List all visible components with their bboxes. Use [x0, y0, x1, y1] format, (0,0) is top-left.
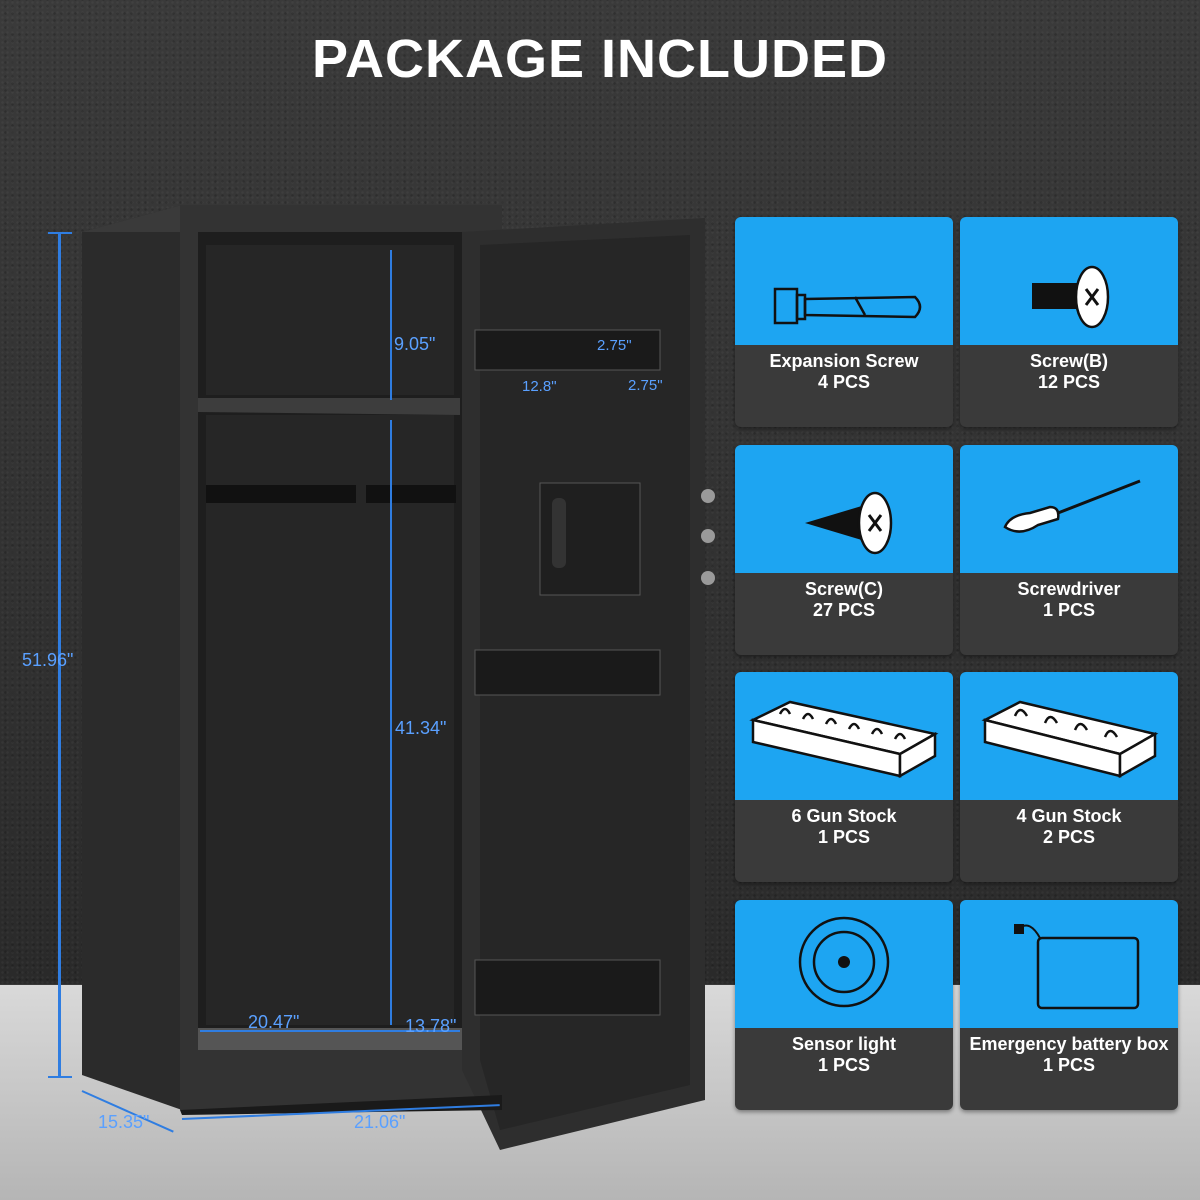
item-name: 4 Gun Stock: [1016, 806, 1122, 826]
outer-width-label: 21.06": [354, 1112, 406, 1132]
screwdriver-icon: [1003, 479, 1141, 533]
height-dim-cap-bottom: [48, 1076, 72, 1078]
item-qty: 2 PCS: [1042, 827, 1096, 847]
item-name: Emergency battery box: [969, 1034, 1169, 1054]
page-title: PACKAGE INCLUDED: [311, 29, 888, 89]
battery-box-icon: [1014, 924, 1140, 1010]
interior-width-line: [200, 1030, 460, 1032]
interior-width-label: 20.47": [248, 1012, 300, 1032]
screw-c-icon: [805, 491, 893, 555]
item-name: Sensor light: [791, 1034, 896, 1054]
interior-depth-label: 13.78": [405, 1016, 457, 1036]
gun-stock-6-icon: [749, 700, 939, 779]
item-qty: 1 PCS: [1042, 600, 1096, 620]
expansion-screw-icon: [773, 287, 922, 325]
item-name: 6 Gun Stock: [791, 806, 897, 826]
item-qty: 4 PCS: [817, 372, 871, 392]
item-name: Screw(B): [1029, 351, 1109, 371]
item-name: Expansion Screw: [769, 351, 919, 371]
rack-length-label: 12.8": [522, 378, 557, 395]
item-name: Screwdriver: [1017, 579, 1121, 599]
item-qty: 1 PCS: [1042, 1055, 1096, 1075]
item-qty: 1 PCS: [817, 1055, 871, 1075]
screw-b-icon: [1032, 265, 1110, 329]
height-dim-label: 51.96": [22, 650, 74, 670]
item-qty: 1 PCS: [817, 827, 871, 847]
item-card-screw-c: Screw(C)27 PCS: [735, 445, 953, 655]
outer-depth-label: 15.35": [98, 1112, 150, 1132]
shelf-dim-line: [390, 250, 392, 400]
item-qty: 12 PCS: [1037, 372, 1101, 392]
item-card-screw-b: Screw(B)12 PCS: [960, 217, 1178, 427]
gun-stock-4-icon: [981, 700, 1159, 779]
sensor-light-icon: [798, 916, 890, 1008]
height-dim-cap-top: [48, 232, 72, 234]
item-name: Screw(C): [804, 579, 884, 599]
rack-height-label: 2.75": [597, 337, 632, 354]
height-dim-line: [58, 232, 61, 1077]
rack-depth-label: 2.75": [628, 377, 663, 394]
lower-dim-line: [390, 420, 392, 1025]
item-qty: 27 PCS: [812, 600, 876, 620]
lower-dim-label: 41.34": [395, 718, 447, 738]
shelf-dim-label: 9.05": [394, 334, 436, 354]
gun-safe-illustration: [82, 205, 715, 1150]
